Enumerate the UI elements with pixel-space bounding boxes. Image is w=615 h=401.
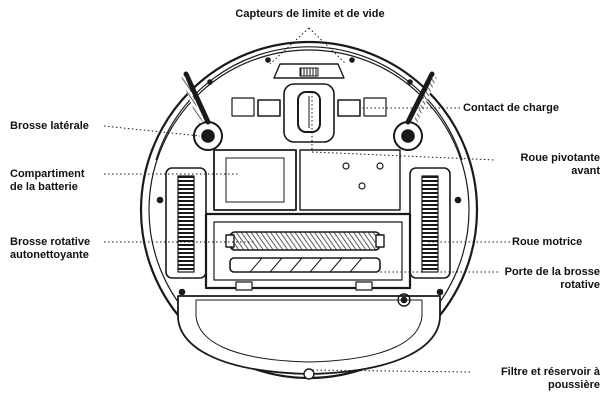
label-side-brush-text: Brosse latérale (10, 120, 89, 132)
label-charge-contact: Contact de charge (463, 102, 559, 115)
leader-sensors-right (308, 27, 347, 65)
cliff-sensor-housing (273, 63, 345, 79)
label-dustbin-line-1: Filtre et réservoir à (500, 366, 600, 378)
label-battery-line-2: de la batterie (10, 181, 78, 193)
brush-door-clip (355, 281, 373, 291)
label-dustbin-line-2: poussière (548, 379, 600, 391)
cliff-sensor-dot (207, 79, 213, 85)
label-brush-door-line-2: rotative (560, 279, 600, 291)
label-dustbin: Filtre et réservoir à poussière (466, 366, 600, 392)
battery-compartment (213, 149, 297, 211)
label-drive-wheel: Roue motrice (512, 236, 582, 249)
label-charge-contact-text: Contact de charge (463, 102, 559, 114)
label-brush-door: Porte de la brosse rotative (480, 266, 600, 292)
cliff-sensor-window (299, 67, 319, 77)
label-sensors: Capteurs de limite et de vide (200, 8, 420, 21)
label-battery-line-1: Compartiment (10, 168, 85, 180)
label-side-brush: Brosse latérale (10, 120, 89, 133)
label-caster-wheel-line-2: avant (571, 165, 600, 177)
front-bumper-edge (155, 46, 463, 161)
rubber-roller (229, 257, 381, 273)
label-main-brush: Brosse rotative autonettoyante (10, 236, 90, 262)
label-sensors-text: Capteurs de limite et de vide (235, 8, 385, 20)
label-caster-wheel-line-1: Roue pivotante (520, 152, 600, 164)
charge-contact-right (337, 99, 361, 117)
cliff-sensor-dot (265, 57, 271, 63)
leader-caster-wheel (311, 92, 497, 161)
side-brush-left (181, 71, 223, 151)
leader-sensors-left (269, 27, 310, 65)
cliff-sensor-dot (349, 57, 355, 63)
charge-contact-left (257, 99, 281, 117)
drive-wheel-left (165, 167, 207, 279)
label-main-brush-line-1: Brosse rotative (10, 236, 91, 248)
side-brush-right (393, 71, 437, 151)
label-battery: Compartiment de la batterie (10, 168, 85, 194)
dustbin-latch (303, 368, 315, 380)
label-caster-wheel: Roue pivotante avant (480, 152, 600, 178)
leader-side-brush (103, 125, 201, 137)
label-main-brush-line-2: autonettoyante (10, 249, 89, 261)
label-drive-wheel-text: Roue motrice (512, 236, 583, 248)
brush-door-clip (235, 281, 253, 291)
main-brush-roller (229, 231, 381, 251)
drive-wheel-right (409, 167, 451, 279)
label-brush-door-line-1: Porte de la brosse (504, 266, 600, 278)
cliff-sensor-dot (407, 79, 413, 85)
